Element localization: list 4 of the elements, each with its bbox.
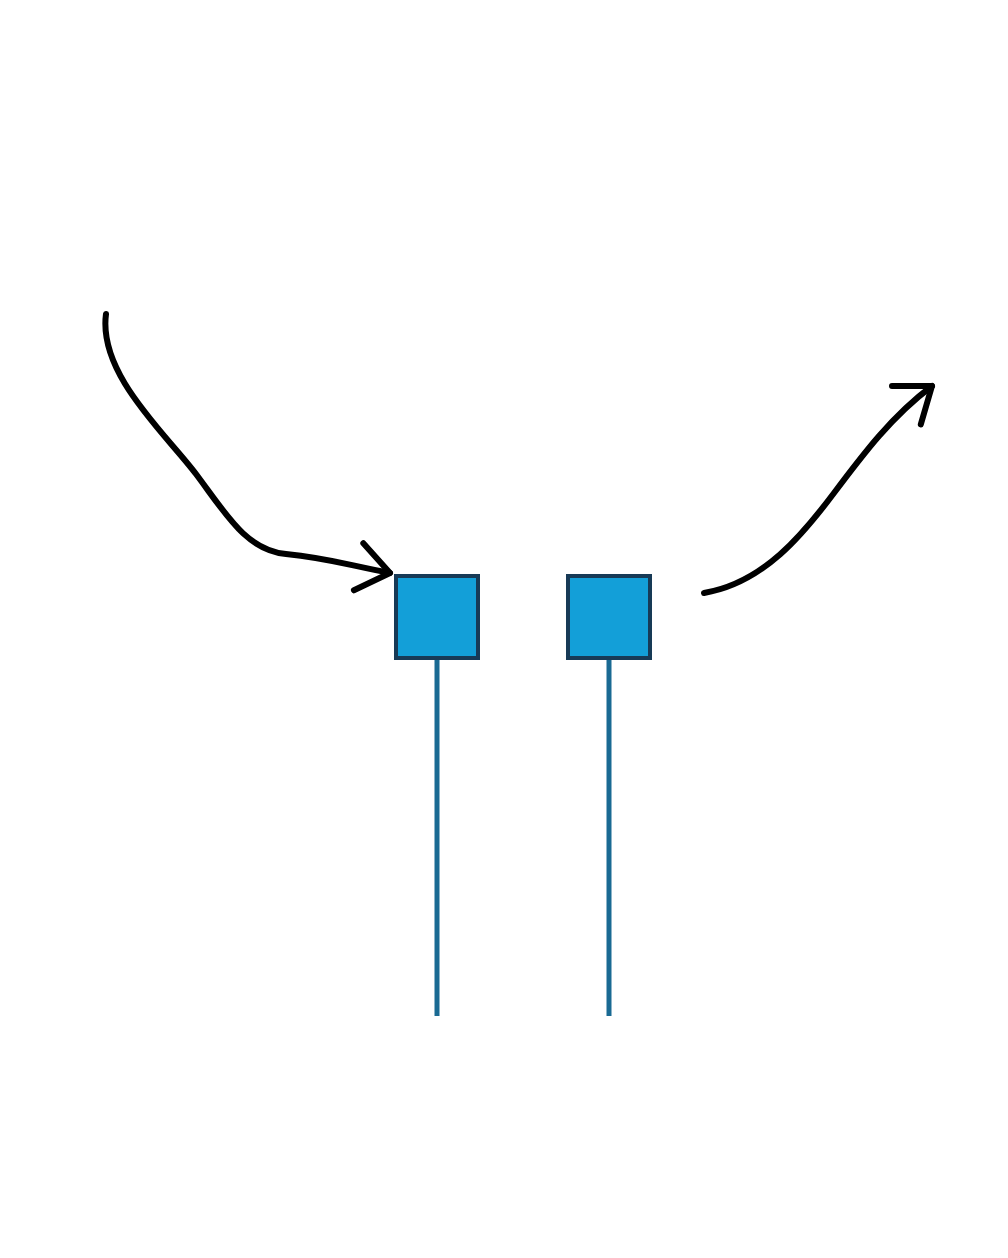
- square: [566, 574, 652, 660]
- square: [394, 574, 480, 660]
- arrow: [701, 383, 935, 596]
- arrow: [102, 311, 393, 594]
